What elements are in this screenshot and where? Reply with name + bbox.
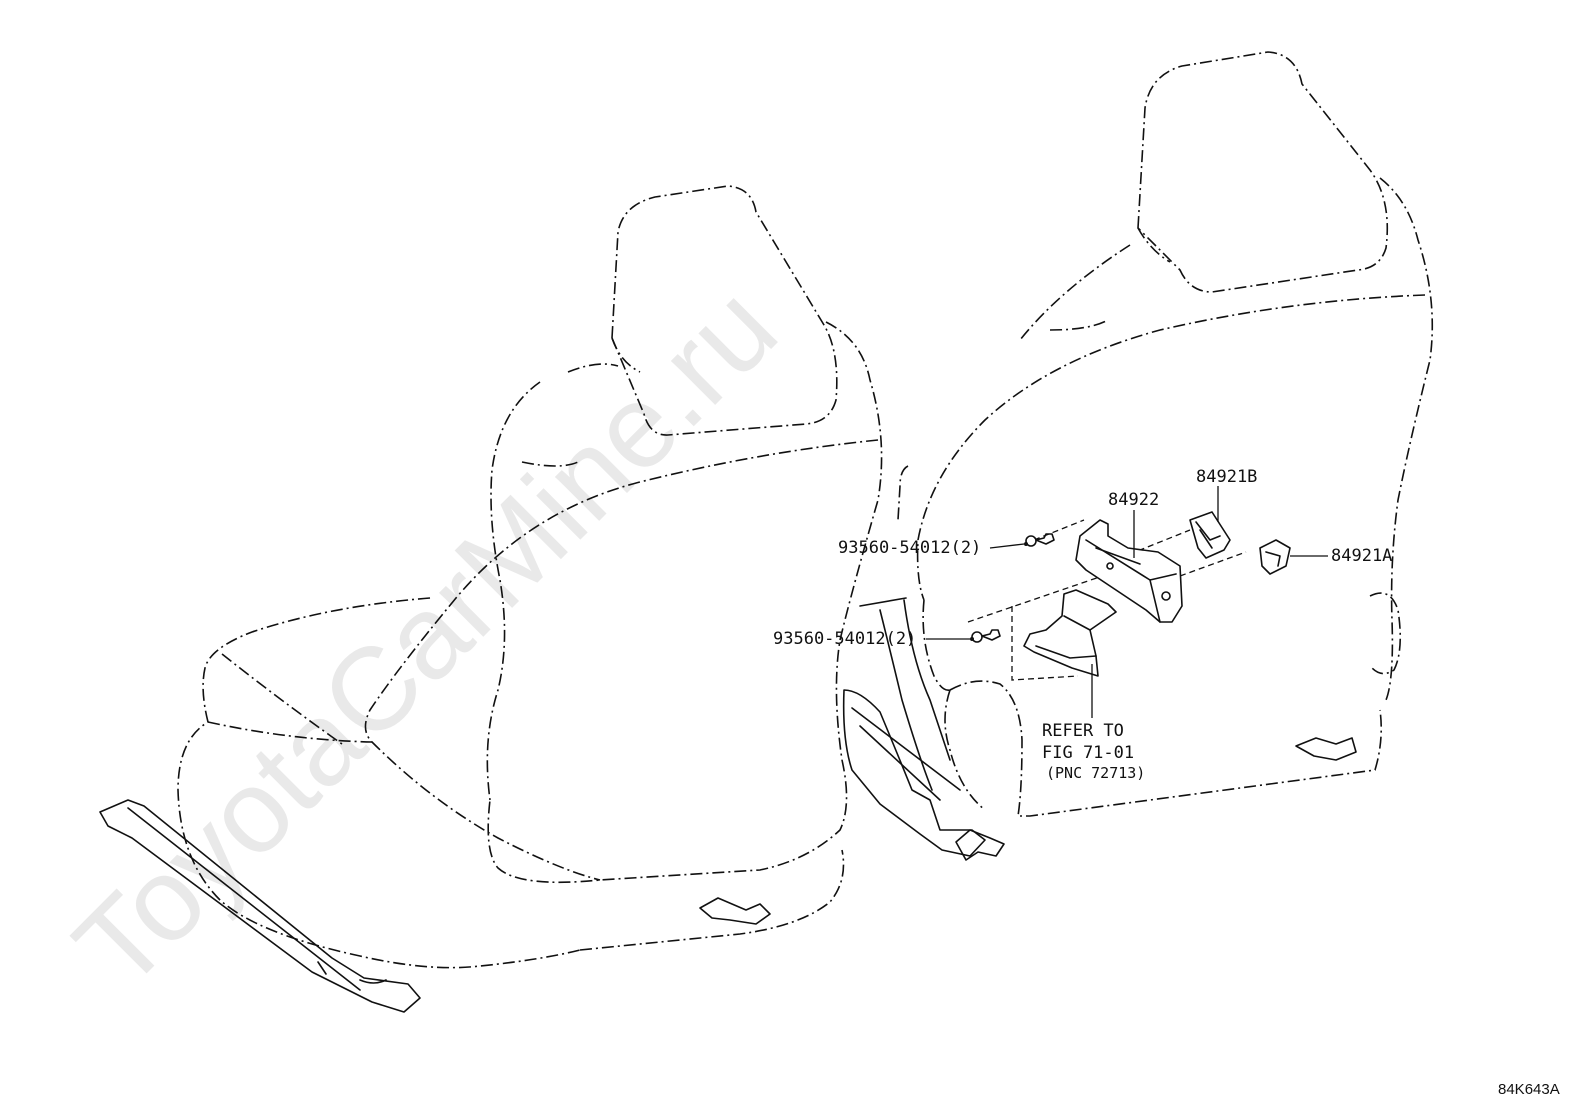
right-seat-side-knob: [1369, 592, 1402, 675]
right-seat: [842, 51, 1434, 861]
callout-bolt-lower: 93560-54012(2): [773, 629, 916, 649]
watermark: ToyotaCarMine.ru: [50, 262, 802, 1014]
part-bracket-ref: [1023, 589, 1117, 677]
right-seat-back-panel: [916, 294, 1426, 601]
leader-lines: [926, 486, 1328, 718]
right-seat-foot-right: [1295, 737, 1357, 761]
left-seat-backrest: [487, 321, 883, 884]
right-seat-foot-left: [955, 829, 1005, 861]
left-seat-back-panel: [364, 439, 879, 881]
left-seat-rail: [99, 799, 421, 1013]
bolt-icon-lower: [971, 629, 1001, 643]
callout-84921A: 84921A: [1331, 546, 1392, 566]
reference-line-2: FIG 71-01: [1042, 743, 1134, 763]
callout-84921B: 84921B: [1196, 467, 1257, 487]
part-84922-module: [1075, 519, 1183, 623]
left-seat-headrest: [611, 185, 838, 436]
bolt-icon-upper: [1025, 533, 1055, 547]
reference-line-1: REFER TO: [1042, 721, 1124, 741]
callout-bolt-upper: 93560-54012(2): [838, 538, 981, 558]
right-seat-backrest: [1379, 177, 1434, 701]
right-seat-frame: [842, 689, 986, 857]
left-seat-foot: [699, 897, 771, 925]
left-seat-cushion: [177, 597, 581, 969]
part-84921B-switch: [1189, 511, 1231, 559]
reference-line-3: (PNC 72713): [1046, 764, 1145, 782]
figure-code: 84K643A: [1498, 1081, 1560, 1098]
callout-84922: 84922: [1108, 490, 1159, 510]
right-seat-lower-shell: [949, 680, 1382, 817]
left-seat: [99, 185, 883, 1013]
right-seat-headrest: [1137, 51, 1389, 293]
part-84921A-switch: [1259, 539, 1291, 575]
